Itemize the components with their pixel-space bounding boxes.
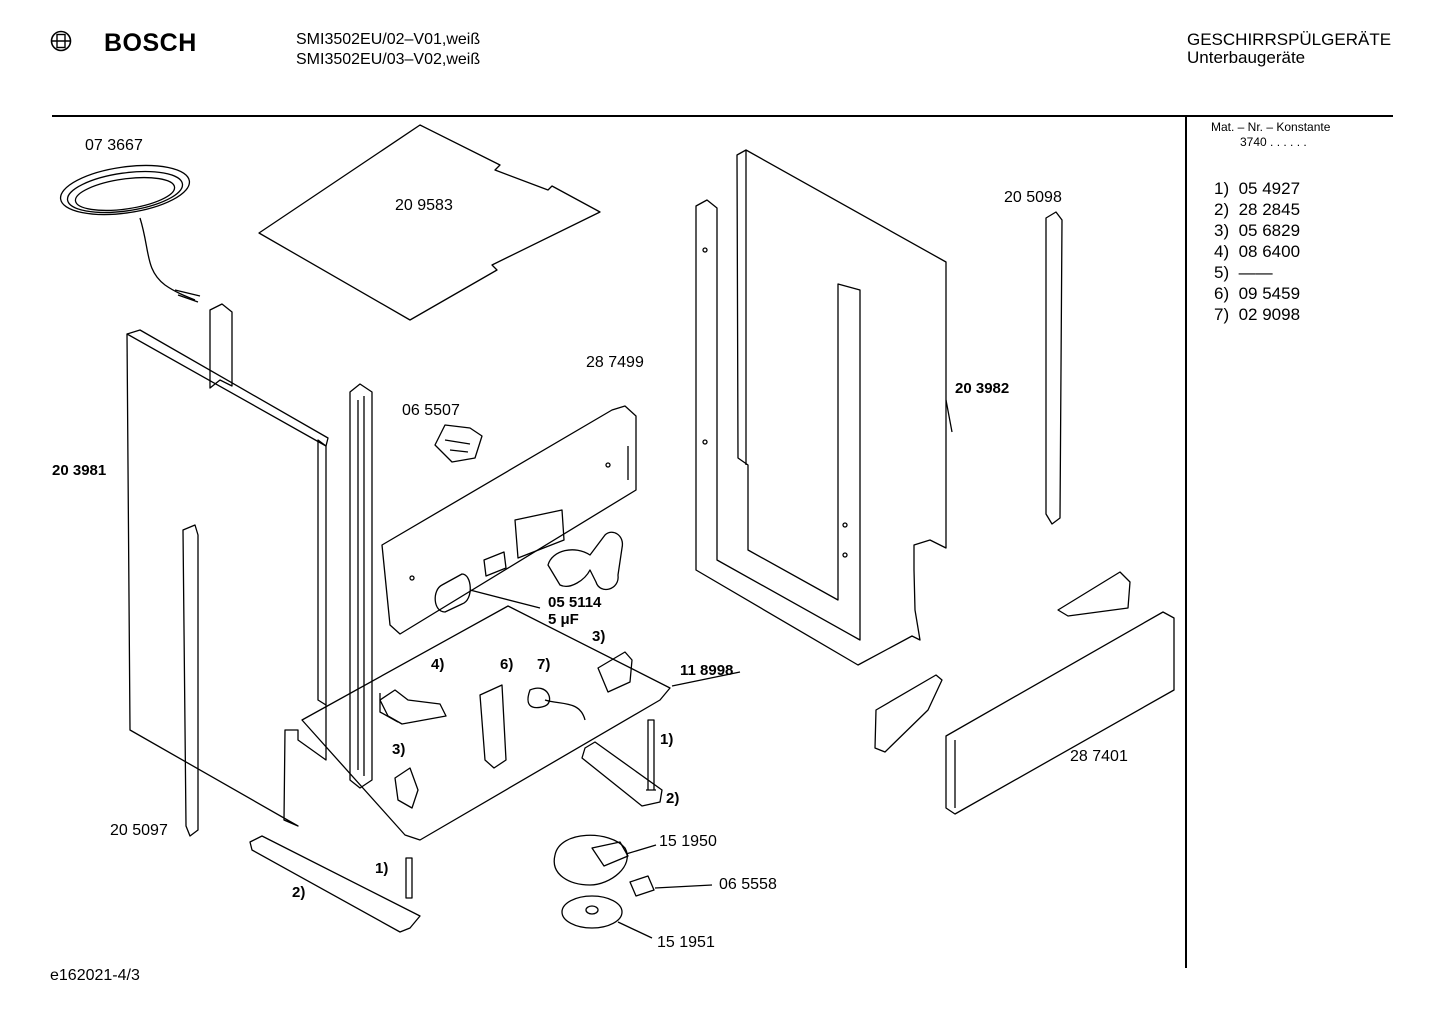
- mount-bracket-upper: [1058, 572, 1130, 616]
- list-item: 2) 28 2845: [1214, 200, 1301, 219]
- label-065558: 06 5558: [719, 876, 777, 893]
- capacitor-part: [435, 574, 540, 612]
- model-line-1: SMI3502EU/02–V01,weiß: [296, 31, 481, 48]
- model-line-2: SMI3502EU/03–V02,weiß: [296, 51, 481, 68]
- category-title: GESCHIRRSPÜLGERÄTE: [1187, 30, 1392, 49]
- label-203981: 20 3981: [52, 462, 107, 479]
- document-code: e162021-4/3: [50, 967, 140, 984]
- label-205098: 20 5098: [1004, 189, 1062, 206]
- callout-3-right: 3): [592, 628, 606, 645]
- foot-rail-right: [582, 742, 662, 806]
- material-number-heading: Mat. – Nr. – Konstante: [1211, 120, 1331, 134]
- label-118998: 11 8998: [680, 662, 734, 679]
- control-panel-part: [382, 406, 636, 634]
- mount-bracket-lower: [875, 675, 942, 752]
- category-subtitle: Unterbaugeräte: [1187, 48, 1306, 67]
- label-287401: 28 7401: [1070, 748, 1128, 765]
- brand-logo: [50, 30, 72, 52]
- disc-part: [562, 896, 622, 928]
- part-7-element: [528, 688, 585, 720]
- connector-part: [630, 876, 654, 896]
- label-073667: 07 3667: [85, 137, 143, 154]
- label-065507: 06 5507: [402, 402, 460, 419]
- list-item: 6) 09 5459: [1214, 284, 1301, 303]
- callout-7: 7): [537, 656, 551, 673]
- power-cord-part: [57, 158, 200, 302]
- list-item: 1) 05 4927: [1214, 179, 1301, 198]
- part-3-clip-left: [395, 768, 418, 808]
- part-4-bracket: [380, 690, 446, 724]
- label-205097: 20 5097: [110, 822, 168, 839]
- callout-1-left: 1): [375, 860, 389, 877]
- list-item: 7) 02 9098: [1214, 305, 1301, 324]
- vertical-strip-right-part: [1046, 212, 1062, 524]
- list-item: 4) 08 6400: [1214, 242, 1301, 261]
- label-209583: 20 9583: [395, 197, 453, 214]
- bosch-armature-icon: [50, 30, 72, 52]
- parts-list: 1) 05 4927 2) 28 2845 3) 05 6829 4) 08 6…: [1214, 178, 1300, 325]
- switch-component-part: [435, 425, 482, 462]
- brand-name: BOSCH: [104, 29, 197, 57]
- part-3-clip-right: [598, 652, 632, 692]
- foot-rail-left: [250, 836, 420, 932]
- label-287499: 28 7499: [586, 354, 644, 371]
- screw-left: [406, 858, 412, 898]
- rear-strip-part: [210, 304, 232, 388]
- side-panel-left-part: [127, 330, 328, 826]
- part-6-holder: [480, 685, 506, 768]
- pump-part: [554, 835, 656, 885]
- front-rail-part: [350, 384, 372, 788]
- callout-2-left: 2): [292, 884, 306, 901]
- kick-plate-part: [946, 612, 1174, 814]
- label-203982: 20 3982: [955, 380, 1010, 397]
- list-item: 3) 05 6829: [1214, 221, 1301, 240]
- side-frame-right-part: [696, 150, 952, 665]
- hose-connector-part: [548, 532, 622, 589]
- callout-4: 4): [431, 656, 445, 673]
- label-151950: 15 1950: [659, 833, 717, 850]
- label-055114: 05 5114: [548, 594, 602, 611]
- callout-1-right: 1): [660, 731, 674, 748]
- callout-6: 6): [500, 656, 514, 673]
- callout-2-right: 2): [666, 790, 680, 807]
- list-item: 5) ——: [1214, 263, 1273, 282]
- screw-right: [646, 720, 656, 790]
- konstante-value: 3740 . . . . . .: [1240, 135, 1307, 149]
- callout-3-left: 3): [392, 741, 406, 758]
- label-151951: 15 1951: [657, 934, 715, 951]
- top-plate-part: [259, 125, 600, 320]
- label-capacitance: 5 μF: [548, 611, 579, 628]
- front-strip-part: [183, 525, 198, 836]
